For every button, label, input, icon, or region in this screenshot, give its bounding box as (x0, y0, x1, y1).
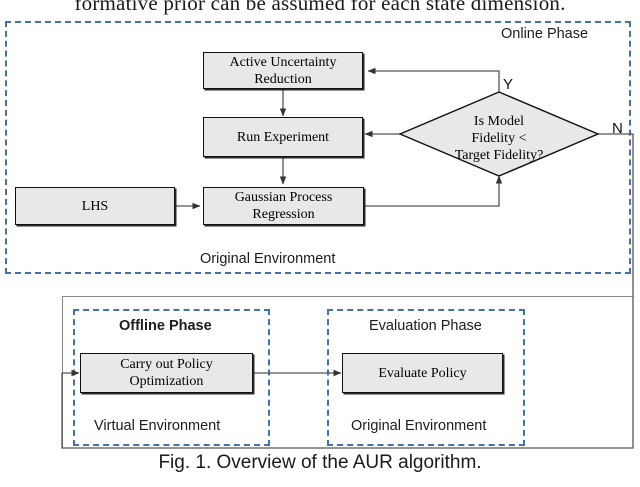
node-run-experiment-label: Run Experiment (236, 129, 330, 145)
node-lhs[interactable]: LHS (15, 187, 175, 225)
node-carry-out-policy-optimization[interactable]: Carry out Policy Optimization (80, 353, 253, 393)
node-gaussian-process-regression-label: Gaussian Process Regression (234, 190, 333, 222)
node-lhs-label: LHS (81, 198, 109, 214)
node-active-uncertainty-reduction-label: Active Uncertainty Reduction (229, 54, 337, 87)
figure-caption: Fig. 1. Overview of the AUR algorithm. (158, 452, 482, 473)
decision-yes-label: Y (503, 76, 514, 93)
online-phase-title: Online Phase (501, 26, 589, 42)
node-gaussian-process-regression[interactable]: Gaussian Process Regression (203, 187, 364, 225)
node-evaluate-policy[interactable]: Evaluate Policy (342, 353, 503, 393)
offline-phase-environment-label: Virtual Environment (94, 418, 221, 434)
evaluation-phase-title: Evaluation Phase (369, 318, 482, 334)
decision-no-label: N (612, 120, 623, 137)
node-active-uncertainty-reduction[interactable]: Active Uncertainty Reduction (203, 52, 363, 89)
node-carry-out-policy-optimization-label: Carry out Policy Optimization (120, 357, 213, 389)
online-phase-environment-label: Original Environment (200, 251, 336, 267)
offline-phase-title: Offline Phase (119, 318, 212, 334)
cut-off-body-text: formative prior can be assumed for each … (74, 0, 566, 15)
evaluation-phase-environment-label: Original Environment (351, 418, 487, 434)
node-evaluate-policy-label: Evaluate Policy (378, 365, 467, 381)
node-run-experiment[interactable]: Run Experiment (203, 117, 363, 157)
